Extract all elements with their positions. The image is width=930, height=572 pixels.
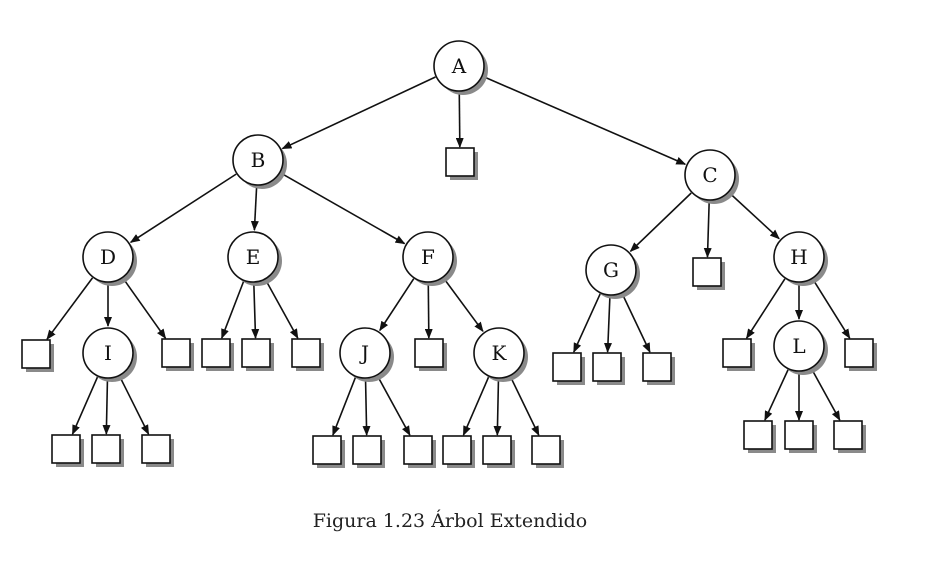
edge-I-eI3: [118, 375, 150, 435]
edge-D-eD1: [46, 277, 94, 340]
node-label: B: [251, 148, 266, 172]
edge-E-eE3: [264, 279, 299, 339]
node-label: G: [603, 258, 619, 282]
external-node: [442, 435, 475, 468]
edge-J-eJ2: [362, 378, 371, 437]
edge-A-B: [281, 76, 436, 150]
edge-E-eE2: [251, 282, 260, 340]
edge-A-eA: [455, 91, 464, 149]
external-node: [552, 352, 585, 385]
external-node: [241, 338, 274, 371]
edge-L-eL1: [764, 369, 789, 421]
edge-J-eJ3: [376, 375, 411, 436]
external-node: [291, 338, 324, 371]
edge-C-H: [728, 192, 780, 240]
nodes-layer: A B C D E F G H I J K L: [21, 40, 877, 468]
edge-C-eC: [703, 200, 712, 259]
node-label: H: [790, 245, 807, 269]
edge-E-eE1: [221, 280, 245, 339]
figure-caption: Figura 1.23 Árbol Extendido: [312, 510, 588, 532]
node-J: J: [339, 327, 394, 382]
node-label: C: [702, 163, 717, 187]
edge-K-eK1: [462, 376, 490, 437]
edges-layer: [46, 75, 851, 437]
external-node: [592, 352, 625, 385]
external-node: [201, 338, 234, 371]
edge-D-eD2: [122, 277, 167, 340]
external-node: [352, 435, 385, 468]
external-node: [833, 420, 866, 453]
node-G: G: [585, 244, 640, 299]
edge-F-J: [379, 278, 415, 332]
edge-B-D: [129, 173, 237, 244]
edge-B-E: [250, 185, 259, 232]
external-node: [642, 352, 675, 385]
node-F: F: [402, 231, 457, 286]
edge-H-eH2: [812, 278, 851, 340]
edge-B-F: [280, 172, 406, 245]
edge-F-eF: [424, 282, 433, 340]
edge-K-eK3: [509, 376, 540, 436]
edge-G-eG2: [603, 295, 612, 354]
edge-A-C: [482, 75, 687, 165]
node-A: A: [433, 40, 488, 95]
node-label: K: [492, 341, 508, 365]
external-node: [21, 339, 54, 372]
node-label: E: [246, 245, 261, 269]
external-node: [743, 420, 776, 453]
edge-G-eG3: [621, 293, 651, 354]
external-node: [141, 434, 174, 467]
edge-I-eI2: [102, 378, 111, 435]
external-node: [445, 147, 478, 180]
edge-F-K: [442, 277, 484, 333]
node-D: D: [82, 231, 137, 286]
node-label: L: [792, 334, 805, 358]
external-node: [403, 435, 436, 468]
external-node: [692, 257, 725, 290]
external-node: [51, 434, 84, 467]
node-H: H: [773, 231, 828, 286]
external-node: [414, 338, 447, 371]
external-node: [91, 434, 124, 467]
node-label: A: [451, 54, 467, 78]
node-E: E: [227, 231, 282, 286]
node-I: I: [82, 327, 137, 382]
extended-tree-diagram: A B C D E F G H I J K L: [21, 40, 877, 468]
edge-I-eI1: [71, 376, 99, 435]
edge-G-eG1: [573, 293, 601, 354]
external-node: [722, 338, 755, 371]
external-node: [312, 435, 345, 468]
external-node: [161, 338, 194, 371]
node-K: K: [473, 327, 528, 382]
external-node: [844, 338, 877, 371]
node-B: B: [232, 134, 287, 189]
node-C: C: [684, 149, 739, 204]
node-L: L: [773, 320, 828, 375]
node-label: D: [100, 245, 116, 269]
node-label: I: [104, 341, 112, 365]
edge-K-eK2: [493, 378, 502, 437]
edge-L-eL3: [810, 368, 841, 422]
edge-H-eH1: [745, 278, 786, 340]
node-label: J: [359, 341, 369, 365]
edge-J-eJ1: [332, 376, 357, 437]
external-node: [531, 435, 564, 468]
node-label: F: [421, 245, 435, 269]
external-node: [482, 435, 515, 468]
external-node: [784, 420, 817, 453]
edge-C-G: [629, 192, 692, 252]
